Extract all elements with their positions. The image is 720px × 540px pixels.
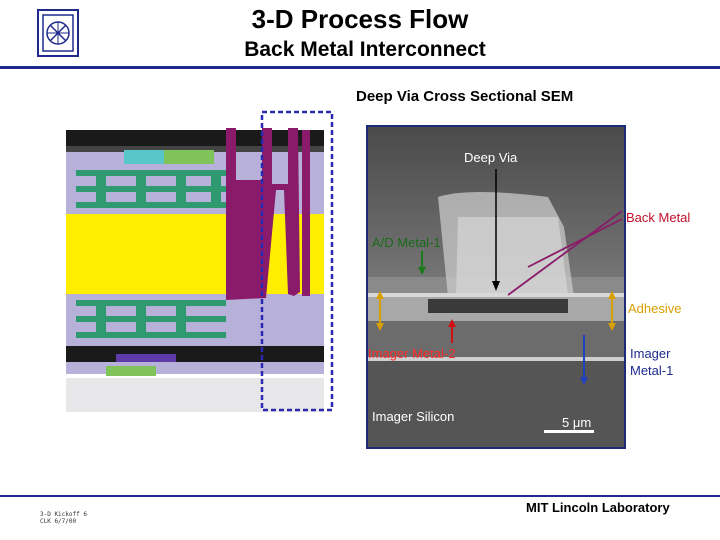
imager-silicon-label: Imager Silicon bbox=[372, 409, 455, 424]
footer-left-notes: 3-D Kickoff 6 CLK 6/7/00 bbox=[40, 511, 87, 525]
imager-metal2-label: Imager Metal-2 bbox=[368, 346, 456, 361]
deep-via-label: Deep Via bbox=[464, 150, 518, 165]
adhesive-label: Adhesive bbox=[628, 301, 682, 316]
back-metal-arrow-1 bbox=[507, 210, 623, 296]
footer-organization: MIT Lincoln Laboratory bbox=[526, 500, 670, 515]
back-metal-arrow-2 bbox=[527, 218, 623, 268]
sem-title: Deep Via Cross Sectional SEM bbox=[356, 88, 574, 105]
footer-divider bbox=[0, 495, 720, 497]
back-metal-label: Back Metal bbox=[626, 210, 691, 225]
ad-metal-label: A/D Metal-1 bbox=[372, 235, 441, 250]
scale-bar bbox=[544, 430, 594, 433]
process-cross-section-diagram bbox=[66, 110, 334, 412]
sem-image bbox=[366, 125, 626, 449]
mit-ll-logo-icon bbox=[37, 9, 79, 57]
imager-metal1-label-line2: Metal-1 bbox=[630, 363, 674, 378]
imager-metal1-label-line1: Imager bbox=[630, 346, 671, 361]
footer-left-line2: CLK 6/7/00 bbox=[40, 518, 77, 525]
page-title: 3-D Process Flow bbox=[251, 4, 469, 34]
title-divider bbox=[0, 66, 720, 69]
page-subtitle: Back Metal Interconnect bbox=[244, 38, 486, 61]
scale-label: 5 μm bbox=[562, 415, 592, 430]
footer-left-line1: 3-D Kickoff 6 bbox=[40, 511, 87, 518]
sem-micrograph bbox=[368, 127, 624, 447]
